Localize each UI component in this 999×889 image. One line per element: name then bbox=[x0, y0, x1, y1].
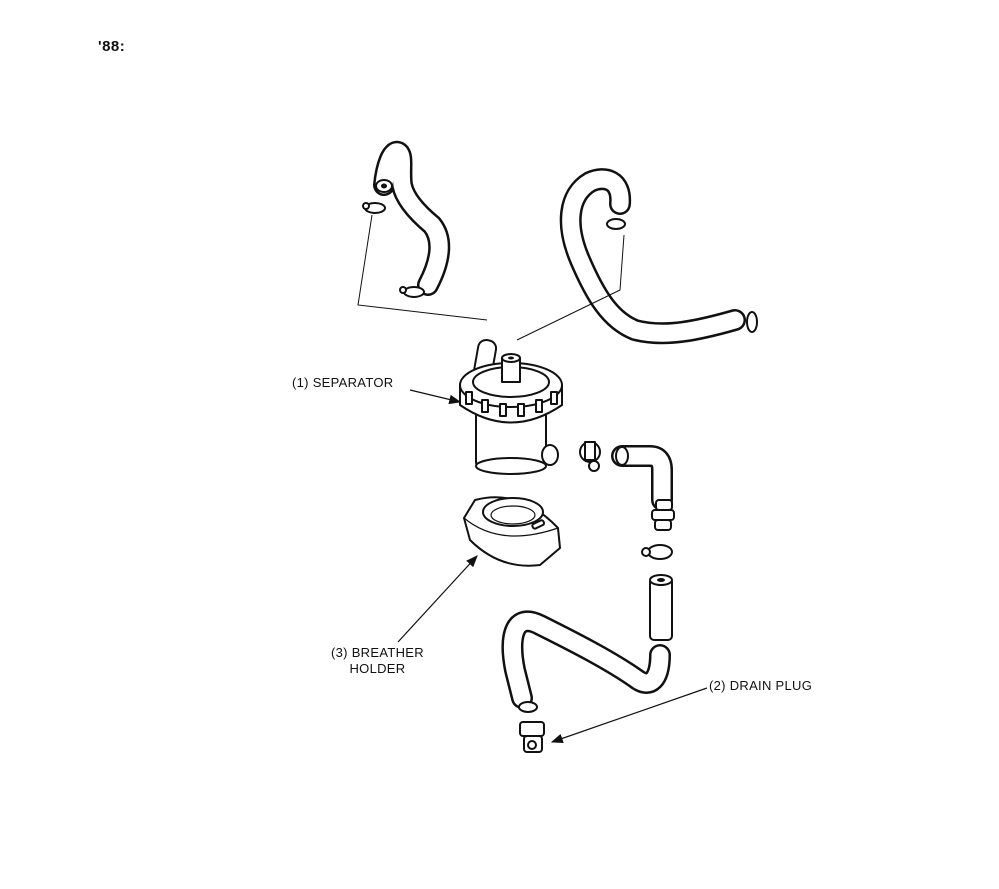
model-year-label: '88: bbox=[98, 38, 126, 55]
leader-upper-left bbox=[357, 214, 488, 321]
breather-holder-label-line1: (3) BREATHER bbox=[331, 645, 424, 660]
elbow-hose bbox=[611, 445, 673, 511]
right-clamp-upper bbox=[579, 441, 601, 472]
lower-s-hose bbox=[501, 610, 671, 709]
upper-right-hose bbox=[559, 168, 746, 345]
drain-plug-label: (2) DRAIN PLUG bbox=[709, 678, 813, 693]
right-clamp-lower bbox=[641, 544, 673, 560]
short-hose bbox=[649, 574, 673, 641]
leader-upper-right bbox=[516, 234, 625, 341]
upper-right-clamp-top bbox=[606, 218, 626, 230]
arrow-breather-holder bbox=[397, 555, 478, 643]
breather-holder-label: (3) BREATHER HOLDER bbox=[331, 645, 424, 677]
breather-holder bbox=[463, 496, 561, 567]
upper-left-hose bbox=[373, 140, 451, 296]
separator-label: (1) SEPARATOR bbox=[292, 375, 394, 390]
joint-fitting bbox=[651, 499, 675, 531]
separator bbox=[459, 339, 563, 475]
breather-holder-label-line2: HOLDER bbox=[349, 661, 406, 676]
upper-right-clamp-end bbox=[746, 311, 758, 333]
upper-left-clamp-top bbox=[362, 202, 386, 214]
upper-left-clamp-bottom bbox=[399, 286, 425, 298]
drain-clamp bbox=[518, 701, 538, 713]
drain-plug bbox=[519, 721, 545, 753]
arrow-drain-plug bbox=[550, 687, 708, 743]
arrow-separator bbox=[409, 389, 462, 405]
